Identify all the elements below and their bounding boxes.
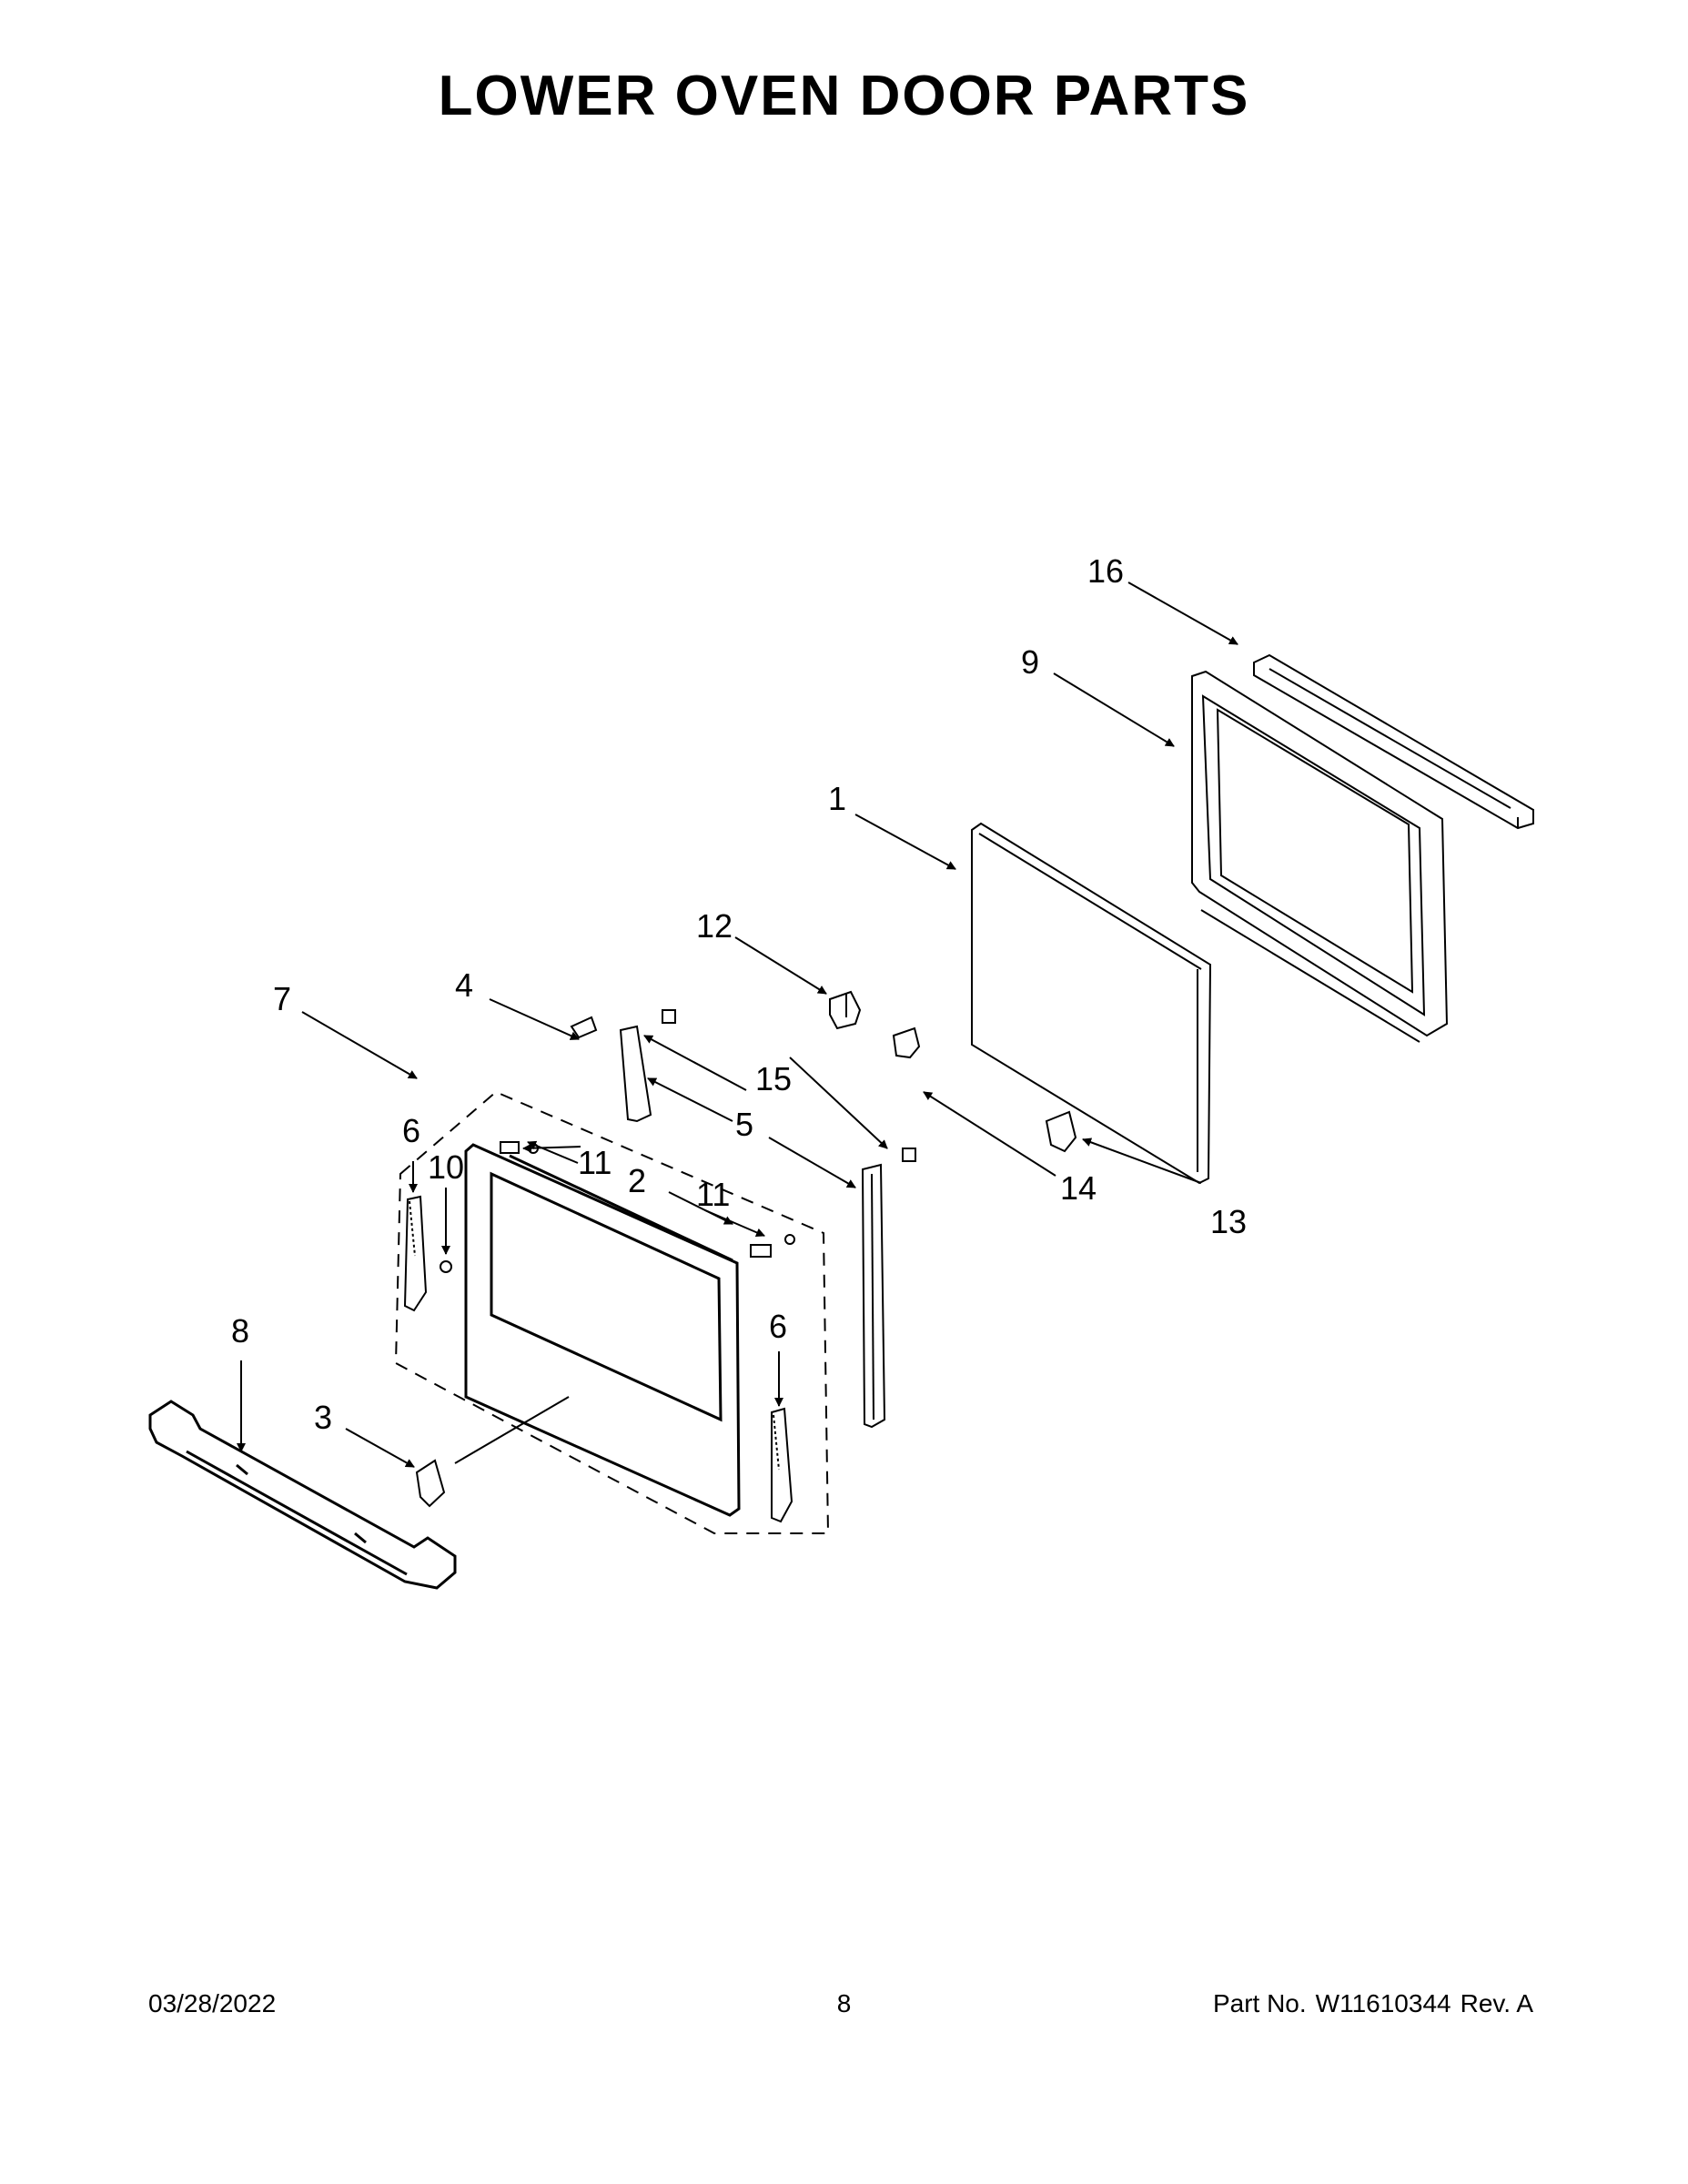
callout-15: 15 xyxy=(755,1060,792,1097)
callout-13: 13 xyxy=(1210,1203,1247,1240)
part-9-inner-frame xyxy=(1191,670,1449,1043)
part-6-hinge xyxy=(771,1407,793,1523)
part-15-spacer xyxy=(902,1148,916,1162)
footer-page-number: 8 xyxy=(836,1989,852,2017)
callout-11: 11 xyxy=(578,1144,612,1181)
callout-9: 9 xyxy=(1021,643,1039,681)
callout-16: 16 xyxy=(1087,552,1124,590)
part-16-top-trim xyxy=(1253,653,1534,830)
callout-6: 6 xyxy=(402,1112,420,1149)
page-title: LOWER OVEN DOOR PARTS xyxy=(438,65,1250,127)
part-number: W11610344 xyxy=(1315,1989,1451,2017)
part-8-handle xyxy=(148,1400,457,1590)
part-10-pin xyxy=(440,1260,452,1273)
callout-6: 6 xyxy=(769,1308,787,1345)
callout-14: 14 xyxy=(1060,1169,1097,1207)
part-2-outer-glass xyxy=(464,1143,741,1517)
footer-date: 03/28/2022 xyxy=(148,1989,277,2017)
callout-11: 11 xyxy=(696,1176,730,1213)
revision: Rev. A xyxy=(1460,1989,1533,2017)
callout-5: 5 xyxy=(735,1106,753,1143)
leader-lines xyxy=(237,581,1238,1468)
callout-3: 3 xyxy=(314,1399,332,1436)
part-4-screw xyxy=(570,1016,598,1039)
part-13-bracket xyxy=(1045,1110,1077,1153)
part-1-inner-glass xyxy=(971,822,1212,1185)
part-15-spacer xyxy=(662,1009,676,1024)
part-6-hinge xyxy=(403,1195,428,1312)
part-11-clip xyxy=(750,1234,795,1258)
part-14-bracket xyxy=(892,1026,921,1059)
callout-7: 7 xyxy=(273,980,291,1017)
part-number-label: Part No. xyxy=(1212,1989,1307,2017)
part-5-side-channel xyxy=(619,1025,652,1123)
callout-10: 10 xyxy=(428,1148,464,1186)
callout-1: 1 xyxy=(828,780,846,817)
callout-12: 12 xyxy=(696,907,733,945)
part-12-bracket xyxy=(829,990,862,1030)
callout-8: 8 xyxy=(231,1312,249,1350)
footer-part-info: Part No. W11610344 Rev. A xyxy=(1204,1989,1533,2018)
part-3-handle-bracket xyxy=(415,1459,446,1508)
callout-4: 4 xyxy=(455,966,473,1004)
part-5-side-channel xyxy=(861,1163,886,1429)
callout-2: 2 xyxy=(628,1162,646,1199)
